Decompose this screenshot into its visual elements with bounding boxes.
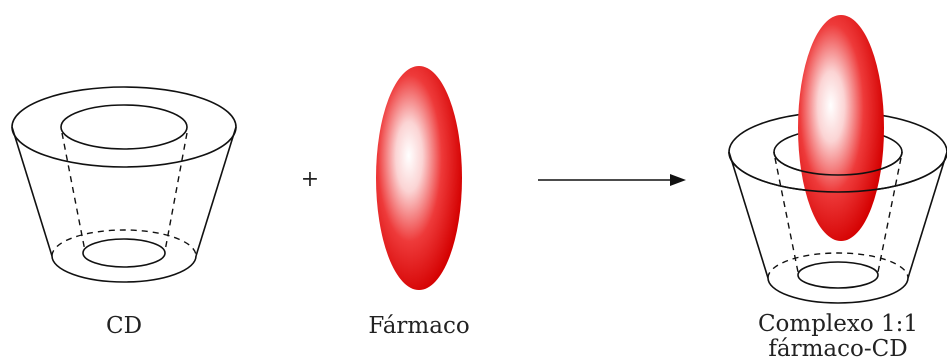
inclusion-complex <box>728 15 947 304</box>
drug-ellipse <box>376 66 462 290</box>
complex-label-line1: Complexo 1:1 <box>758 311 918 337</box>
complexed-drug-ellipse <box>798 15 884 241</box>
drug-label: Fármaco <box>368 313 469 339</box>
plus-sign: + <box>301 167 319 192</box>
cd-label: CD <box>106 313 142 339</box>
cyclodextrin-cone <box>11 86 237 283</box>
reaction-arrow <box>538 174 686 186</box>
complex-label-line2: fármaco-CD <box>768 336 907 361</box>
